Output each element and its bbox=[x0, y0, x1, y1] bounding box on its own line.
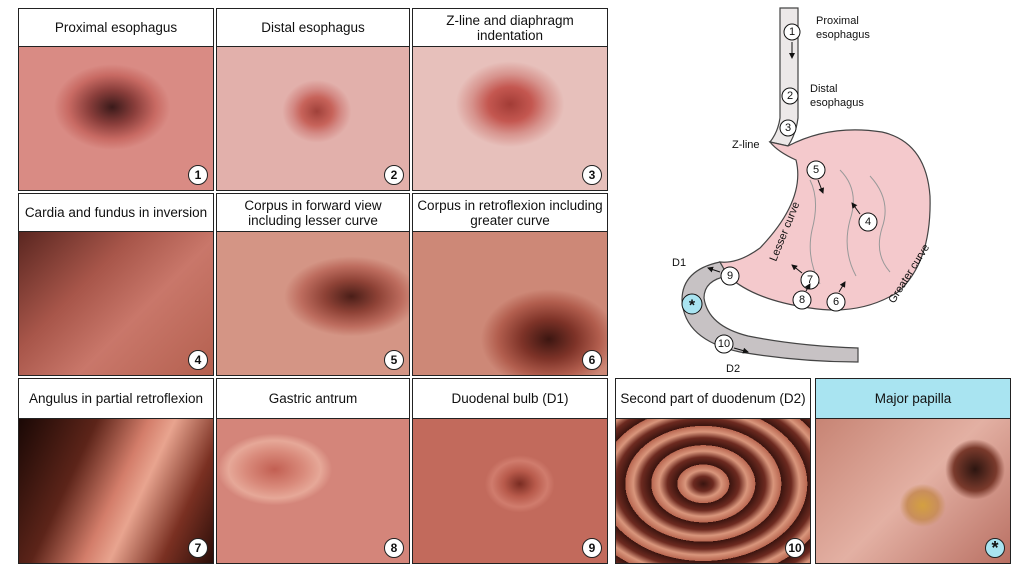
endoscopy-image bbox=[413, 47, 607, 190]
endoscopy-image bbox=[19, 232, 213, 375]
panel-caption: Distal esophagus bbox=[217, 9, 409, 47]
panel-caption: Corpus in forward view including lesser … bbox=[217, 194, 409, 232]
panel-corpus-retroflexion[interactable]: Corpus in retroflexion including greater… bbox=[412, 193, 608, 376]
label-d1: D1 bbox=[672, 257, 686, 269]
panel-number: * bbox=[985, 538, 1005, 558]
svg-text:5: 5 bbox=[813, 164, 819, 176]
marker-major-papilla: * bbox=[681, 293, 703, 315]
marker-2: 2 bbox=[781, 87, 799, 105]
marker-5: 5 bbox=[806, 160, 826, 194]
label-distal-line1: Distal bbox=[810, 83, 838, 95]
panel-number: 5 bbox=[384, 350, 404, 370]
panel-major-papilla[interactable]: Major papilla * bbox=[815, 378, 1011, 564]
endoscopy-image bbox=[616, 419, 810, 563]
panel-number: 8 bbox=[384, 538, 404, 558]
panel-corpus-forward[interactable]: Corpus in forward view including lesser … bbox=[216, 193, 410, 376]
marker-10: 10 bbox=[714, 334, 749, 354]
panel-caption: Angulus in partial retroflexion bbox=[19, 379, 213, 419]
endoscopy-image bbox=[816, 419, 1010, 563]
panel-angulus[interactable]: Angulus in partial retroflexion 7 bbox=[18, 378, 214, 564]
svg-text:2: 2 bbox=[787, 90, 793, 102]
endoscopy-image bbox=[217, 419, 409, 563]
label-d2: D2 bbox=[726, 363, 740, 375]
endoscopy-image bbox=[217, 232, 409, 375]
panel-number: 6 bbox=[582, 350, 602, 370]
panel-number: 1 bbox=[188, 165, 208, 185]
label-distal-line2: esophagus bbox=[810, 97, 864, 109]
marker-8: 8 bbox=[792, 283, 812, 310]
panel-caption: Second part of duodenum (D2) bbox=[616, 379, 810, 419]
endoscopy-image bbox=[19, 47, 213, 190]
panel-caption: Duodenal bulb (D1) bbox=[413, 379, 607, 419]
stomach-diagram: Proximal esophagus Distal esophagus Z-li… bbox=[672, 7, 932, 375]
panel-distal-esophagus[interactable]: Distal esophagus 2 bbox=[216, 8, 410, 191]
label-proximal-line2: esophagus bbox=[816, 29, 870, 41]
panel-duodenal-bulb[interactable]: Duodenal bulb (D1) 9 bbox=[412, 378, 608, 564]
panel-second-duodenum[interactable]: Second part of duodenum (D2) 10 bbox=[615, 378, 811, 564]
panel-caption: Z-line and diaphragm indentation bbox=[413, 9, 607, 47]
panel-number: 3 bbox=[582, 165, 602, 185]
svg-text:1: 1 bbox=[789, 26, 795, 38]
panel-caption: Proximal esophagus bbox=[19, 9, 213, 47]
stomach-shape bbox=[718, 129, 931, 311]
endoscopy-image bbox=[413, 419, 607, 563]
svg-text:6: 6 bbox=[833, 296, 839, 308]
panel-number: 4 bbox=[188, 350, 208, 370]
marker-4: 4 bbox=[851, 202, 878, 232]
endoscopy-image bbox=[19, 419, 213, 563]
rugae-line bbox=[809, 179, 821, 285]
endoscopy-image bbox=[413, 232, 607, 375]
panel-caption: Gastric antrum bbox=[217, 379, 409, 419]
panel-number: 10 bbox=[785, 538, 805, 558]
svg-text:8: 8 bbox=[799, 294, 805, 306]
panel-number: 9 bbox=[582, 538, 602, 558]
label-z-line: Z-line bbox=[732, 139, 760, 151]
panel-caption: Major papilla bbox=[816, 379, 1010, 419]
endoscopy-image bbox=[217, 47, 409, 190]
panel-cardia-fundus[interactable]: Cardia and fundus in inversion 4 bbox=[18, 193, 214, 376]
rugae-line bbox=[839, 169, 857, 277]
svg-text:3: 3 bbox=[785, 122, 791, 134]
marker-9: 9 bbox=[707, 266, 740, 286]
panel-caption: Corpus in retroflexion including greater… bbox=[413, 194, 607, 232]
panel-number: 2 bbox=[384, 165, 404, 185]
rugae-line bbox=[869, 175, 891, 273]
svg-text:10: 10 bbox=[718, 338, 730, 350]
panel-z-line[interactable]: Z-line and diaphragm indentation 3 bbox=[412, 8, 608, 191]
panel-caption: Cardia and fundus in inversion bbox=[19, 194, 213, 232]
panel-proximal-esophagus[interactable]: Proximal esophagus 1 bbox=[18, 8, 214, 191]
panel-number: 7 bbox=[188, 538, 208, 558]
marker-6: 6 bbox=[826, 281, 846, 312]
label-proximal-line1: Proximal bbox=[816, 15, 859, 27]
marker-3: 3 bbox=[779, 119, 797, 137]
svg-text:7: 7 bbox=[807, 274, 813, 286]
svg-text:9: 9 bbox=[727, 270, 733, 282]
panel-gastric-antrum[interactable]: Gastric antrum 8 bbox=[216, 378, 410, 564]
marker-1: 1 bbox=[783, 23, 801, 59]
svg-text:*: * bbox=[689, 298, 696, 315]
svg-text:4: 4 bbox=[865, 216, 871, 228]
